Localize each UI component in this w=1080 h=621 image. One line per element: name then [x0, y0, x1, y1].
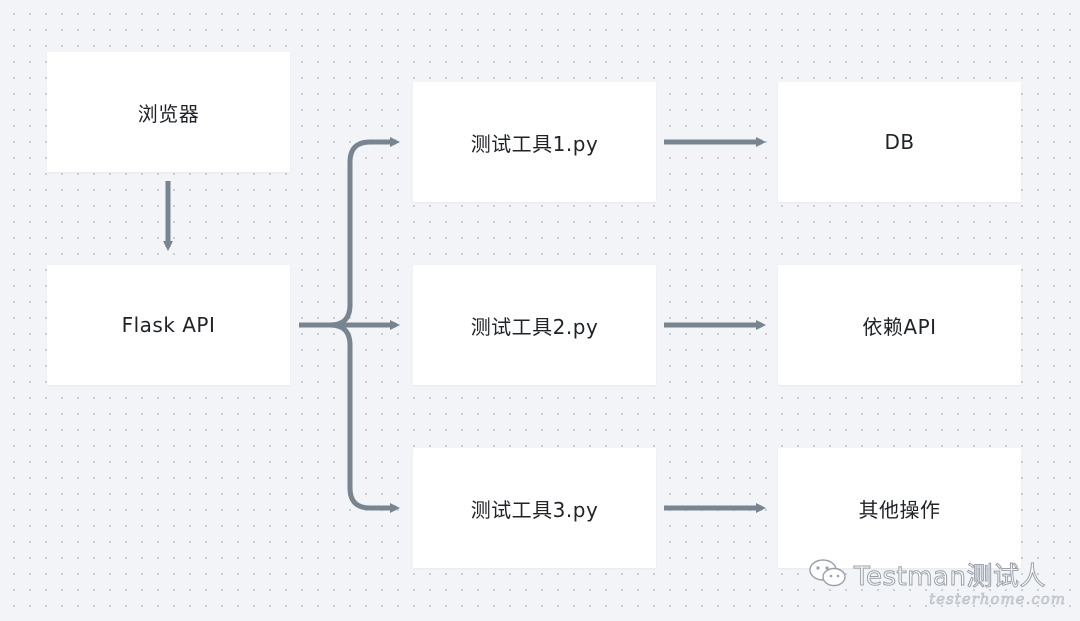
node-other-ops-label: 其他操作 [858, 497, 941, 522]
node-tool3-label: 测试工具3.py [470, 497, 599, 522]
node-tool1-label: 测试工具1.py [470, 131, 599, 156]
node-other-ops: 其他操作 [778, 448, 1021, 568]
watermark-title: Testman测试人 [854, 562, 1046, 593]
wechat-icon [809, 559, 846, 587]
node-browser-label: 浏览器 [137, 101, 200, 126]
node-db-label: DB [884, 130, 915, 154]
node-browser: 浏览器 [47, 52, 290, 172]
watermark-subtitle: testerhome.com [929, 590, 1066, 609]
edge-flask-to-tool3 [329, 322, 400, 513]
node-tool2: 测试工具2.py [413, 265, 656, 385]
watermark: Testman测试人 testerhome.com [808, 552, 1070, 614]
node-tool3: 测试工具3.py [413, 448, 656, 568]
node-flask-api: Flask API [47, 265, 290, 385]
node-db: DB [778, 82, 1021, 202]
node-flask-api-label: Flask API [121, 313, 216, 337]
node-tool1: 测试工具1.py [413, 82, 656, 202]
node-dependency-api-label: 依赖API [862, 314, 937, 339]
edge-flask-trunk [299, 137, 400, 328]
node-tool2-label: 测试工具2.py [470, 314, 599, 339]
node-dependency-api: 依赖API [778, 265, 1021, 385]
